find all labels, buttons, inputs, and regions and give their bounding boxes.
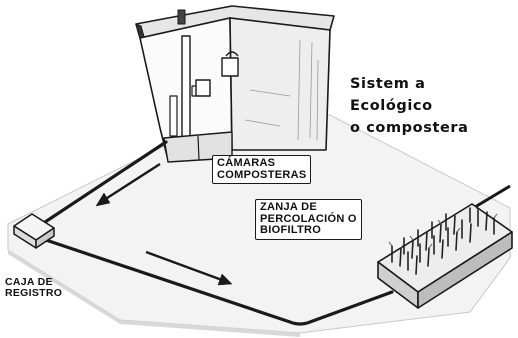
label-zanja-line-3: BIOFILTRO xyxy=(260,224,322,237)
vent-pipe xyxy=(181,35,191,147)
biofilter-trench xyxy=(377,203,513,309)
label-caja-registro: CAJA DE REGISTRO xyxy=(5,276,63,300)
label-zanja-biofiltro: ZANJA DE PERCOLACIÓN O BIOFILTRO xyxy=(255,199,362,240)
house xyxy=(135,5,335,163)
label-zanja-line-2: PERCOLACIÓN O xyxy=(260,212,357,225)
flow-arrow-upper xyxy=(95,162,161,207)
junction-box xyxy=(13,213,55,249)
fixture-upper xyxy=(221,57,239,77)
label-camaras-composteras: CÁMARAS COMPOSTERAS xyxy=(212,155,312,185)
pipe-box-to-biofilter xyxy=(38,236,394,326)
fixture-lower xyxy=(195,79,211,97)
label-zanja-line-1: ZANJA DE xyxy=(260,201,317,213)
label-caja-line-1: CAJA DE xyxy=(5,276,53,288)
label-camaras-line-1: CÁMARAS xyxy=(217,157,276,169)
pipe-house-to-box xyxy=(34,140,168,230)
diagram-title: Sistem a Ecológico o compostera xyxy=(350,74,510,139)
title-line-2: o compostera xyxy=(350,119,469,136)
flow-arrow-lower xyxy=(145,250,233,286)
label-camaras-line-2: COMPOSTERAS xyxy=(217,168,307,181)
house-side-wall xyxy=(229,17,331,151)
outlet-pipe xyxy=(469,184,511,212)
label-caja-line-2: REGISTRO xyxy=(5,287,63,300)
title-line-1: Sistem a Ecológico xyxy=(350,76,433,114)
